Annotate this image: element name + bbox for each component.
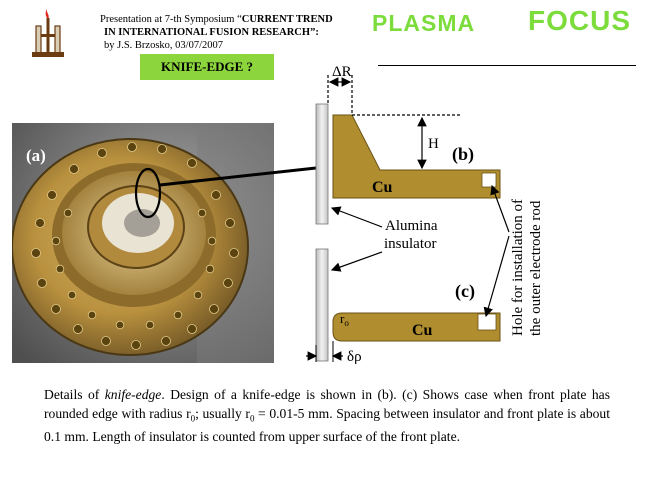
delta-r-label: ΔR: [332, 64, 352, 80]
header-line-2: IN INTERNATIONAL FUSION RESEARCH”:: [104, 27, 319, 38]
h-label: H: [428, 136, 439, 152]
header-line-1: Presentation at 7-th Symposium “CURRENT …: [100, 14, 333, 25]
alumina-arrow-bottom: [330, 251, 383, 272]
r0-label: ro: [340, 311, 349, 328]
electrode-plate-photo: (a): [12, 123, 274, 363]
hole-arrow-c: [483, 235, 510, 318]
cu-plate-b: [332, 114, 501, 199]
label-c: (c): [455, 281, 475, 302]
alumina-label-1: Alumina: [385, 218, 438, 234]
rod-hole-b: [481, 172, 497, 188]
alumina-insulator-c: [315, 248, 329, 362]
title-plasma: PLASMA: [372, 10, 476, 36]
title-focus: FOCUS: [528, 5, 631, 36]
alumina-label-2: insulator: [384, 236, 437, 252]
presentation-header: Presentation at 7-th Symposium “CURRENT …: [100, 13, 333, 52]
hole-label-2: the outer electrode rod: [528, 200, 544, 336]
top-rule: [378, 65, 636, 66]
hole-arrow-b: [490, 184, 510, 233]
symposium-logo-icon: [30, 4, 66, 62]
hole-label-1: Hole for installation of: [510, 199, 526, 336]
label-b: (b): [452, 144, 474, 165]
rod-hole-c: [477, 313, 497, 331]
caption-text: Details of knife-edge. Design of a knife…: [44, 387, 610, 444]
cu-plate-c: [332, 312, 501, 342]
knife-edge-badge: KNIFE-EDGE ?: [140, 54, 274, 80]
cu-label-b: Cu: [372, 179, 393, 196]
delta-rho-label: δρ: [347, 349, 362, 365]
photo-label: (a): [26, 146, 46, 165]
alumina-arrow-top: [330, 206, 383, 228]
header-line-3: by J.S. Brzosko, 03/07/2007: [104, 40, 224, 51]
cu-label-c: Cu: [412, 322, 433, 339]
alumina-insulator-b: [315, 103, 329, 225]
